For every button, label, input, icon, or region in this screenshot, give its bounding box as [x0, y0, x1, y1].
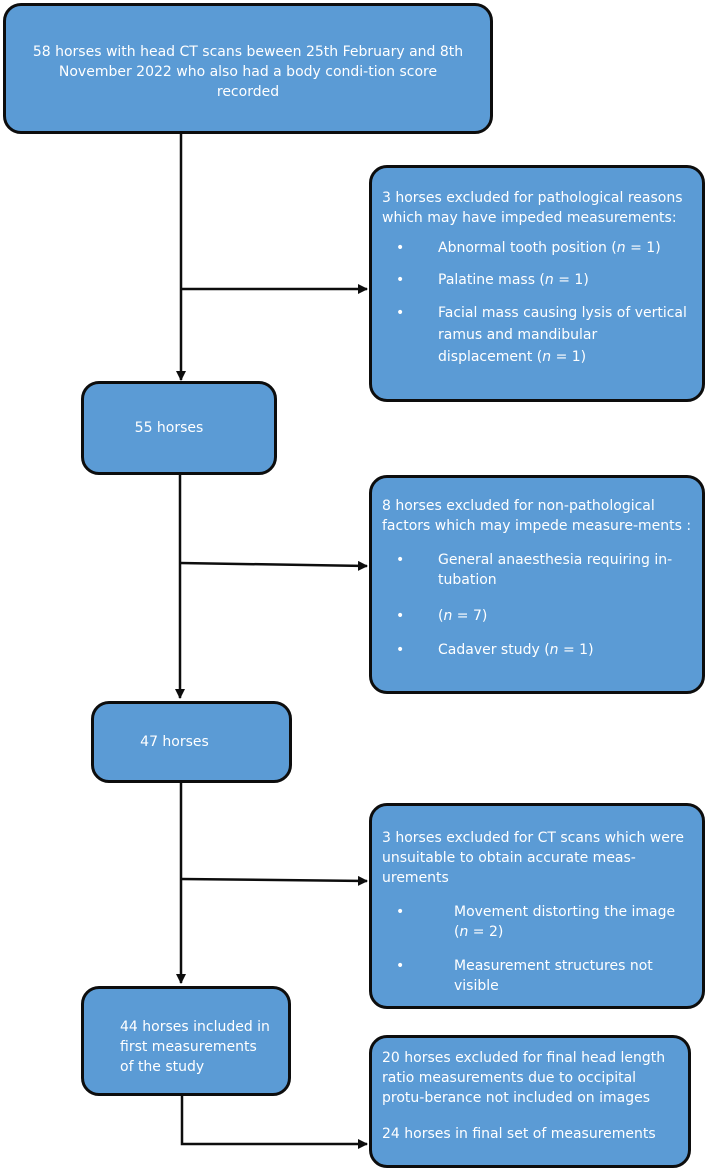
count-box-44: 44 horses included in first measurements…	[81, 986, 291, 1096]
exclusion-box-ct-unsuitable: 3 horses excluded for CT scans which wer…	[369, 803, 705, 1009]
list-item: General anaesthesia requiring in-tubatio…	[382, 550, 692, 590]
final-result: 24 horses in final set of measurements	[382, 1126, 656, 1142]
start-box: 58 horses with head CT scans beween 25th…	[3, 3, 493, 134]
list-item: Cadaver study (n = 1)	[382, 640, 692, 660]
start-text: 58 horses with head CT scans beween 25th…	[32, 44, 464, 100]
list-item: Measurement structures not visible	[382, 956, 692, 996]
exclusion-heading: 8 horses excluded for non-pathological f…	[382, 498, 692, 534]
arrow-branch-excl3	[180, 875, 368, 886]
list-item: (n = 7)	[382, 606, 692, 626]
arrow-44-to-final	[180, 1096, 368, 1149]
list-item: Facial mass causing lysis of vertical ra…	[382, 302, 692, 368]
count-text: 44 horses included in first measurements…	[120, 1019, 270, 1075]
count-box-47: 47 horses	[91, 701, 292, 783]
count-text: 55 horses	[134, 420, 204, 436]
list-item: Abnormal tooth position (n = 1)	[382, 238, 692, 258]
exclusion-box-non-pathological: 8 horses excluded for non-pathological f…	[369, 475, 705, 694]
final-box: 20 horses excluded for final head length…	[369, 1035, 691, 1168]
arrow-branch-excl2	[179, 560, 368, 571]
count-text: 47 horses	[140, 734, 209, 750]
final-heading: 20 horses excluded for final head length…	[382, 1050, 666, 1106]
exclusion-heading: 3 horses excluded for pathological reaso…	[382, 190, 683, 226]
list-item: Movement distorting the image (n = 2)	[382, 902, 692, 942]
exclusion-box-pathological: 3 horses excluded for pathological reaso…	[369, 165, 705, 402]
list-item: Palatine mass (n = 1)	[382, 270, 692, 290]
count-box-55: 55 horses	[81, 381, 277, 475]
exclusion-heading: 3 horses excluded for CT scans which wer…	[382, 830, 684, 886]
